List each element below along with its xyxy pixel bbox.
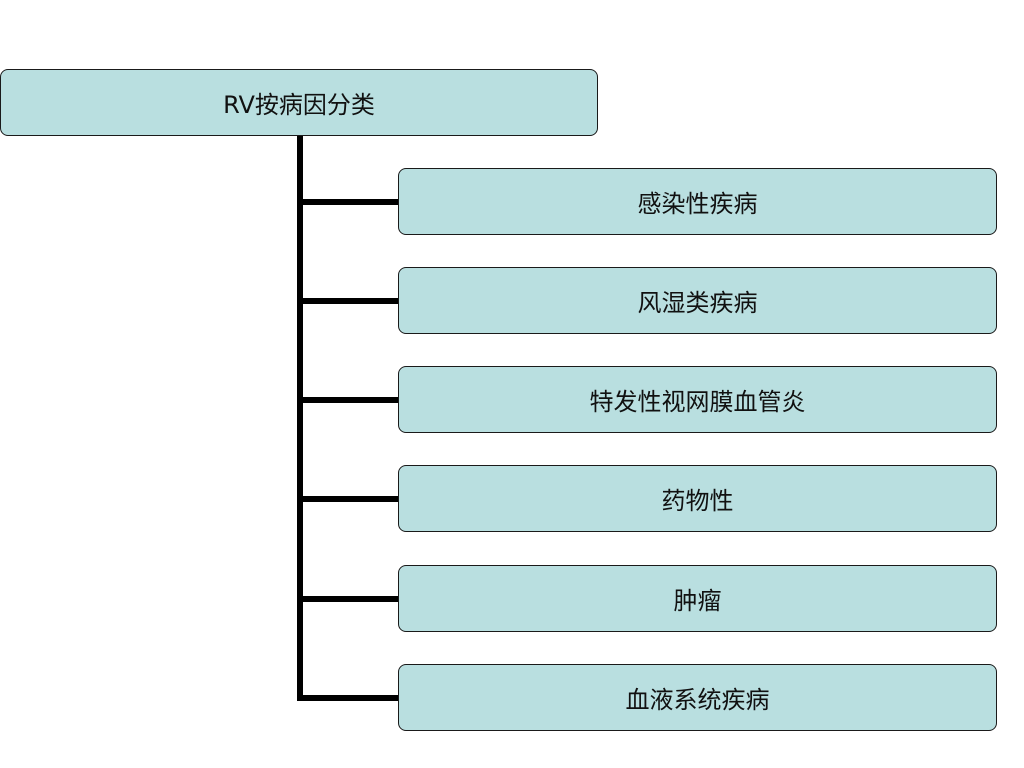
child-node-label: 风湿类疾病	[637, 289, 758, 317]
child-node-label: 血液系统疾病	[625, 686, 770, 714]
child-node-label: 特发性视网膜血管炎	[589, 388, 806, 416]
child-node-drug: 药物性	[398, 465, 997, 532]
child-node-hematologic: 血液系统疾病	[398, 664, 997, 731]
child-node-label: 肿瘤	[673, 587, 722, 615]
child-node-rheumatic: 风湿类疾病	[398, 267, 997, 334]
root-node: RV按病因分类	[0, 69, 598, 136]
child-node-infectious: 感染性疾病	[398, 168, 997, 235]
child-node-label: 感染性疾病	[637, 190, 758, 218]
child-node-tumor: 肿瘤	[398, 565, 997, 632]
child-node-idiopathic: 特发性视网膜血管炎	[398, 366, 997, 433]
root-node-label: RV按病因分类	[223, 91, 375, 119]
child-node-label: 药物性	[661, 487, 734, 515]
